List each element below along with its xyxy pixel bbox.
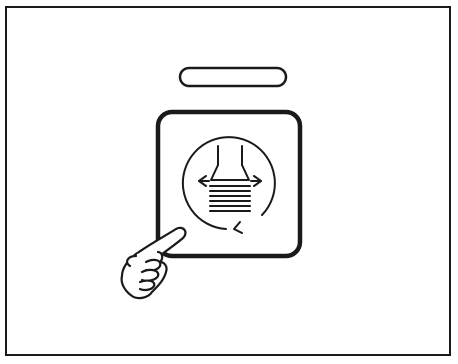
status-indicator-slot <box>180 68 286 86</box>
curled-finger-3 <box>140 281 154 290</box>
curled-finger-2 <box>142 270 158 281</box>
slot-outline <box>180 68 286 86</box>
pointing-hand-icon <box>122 228 186 298</box>
